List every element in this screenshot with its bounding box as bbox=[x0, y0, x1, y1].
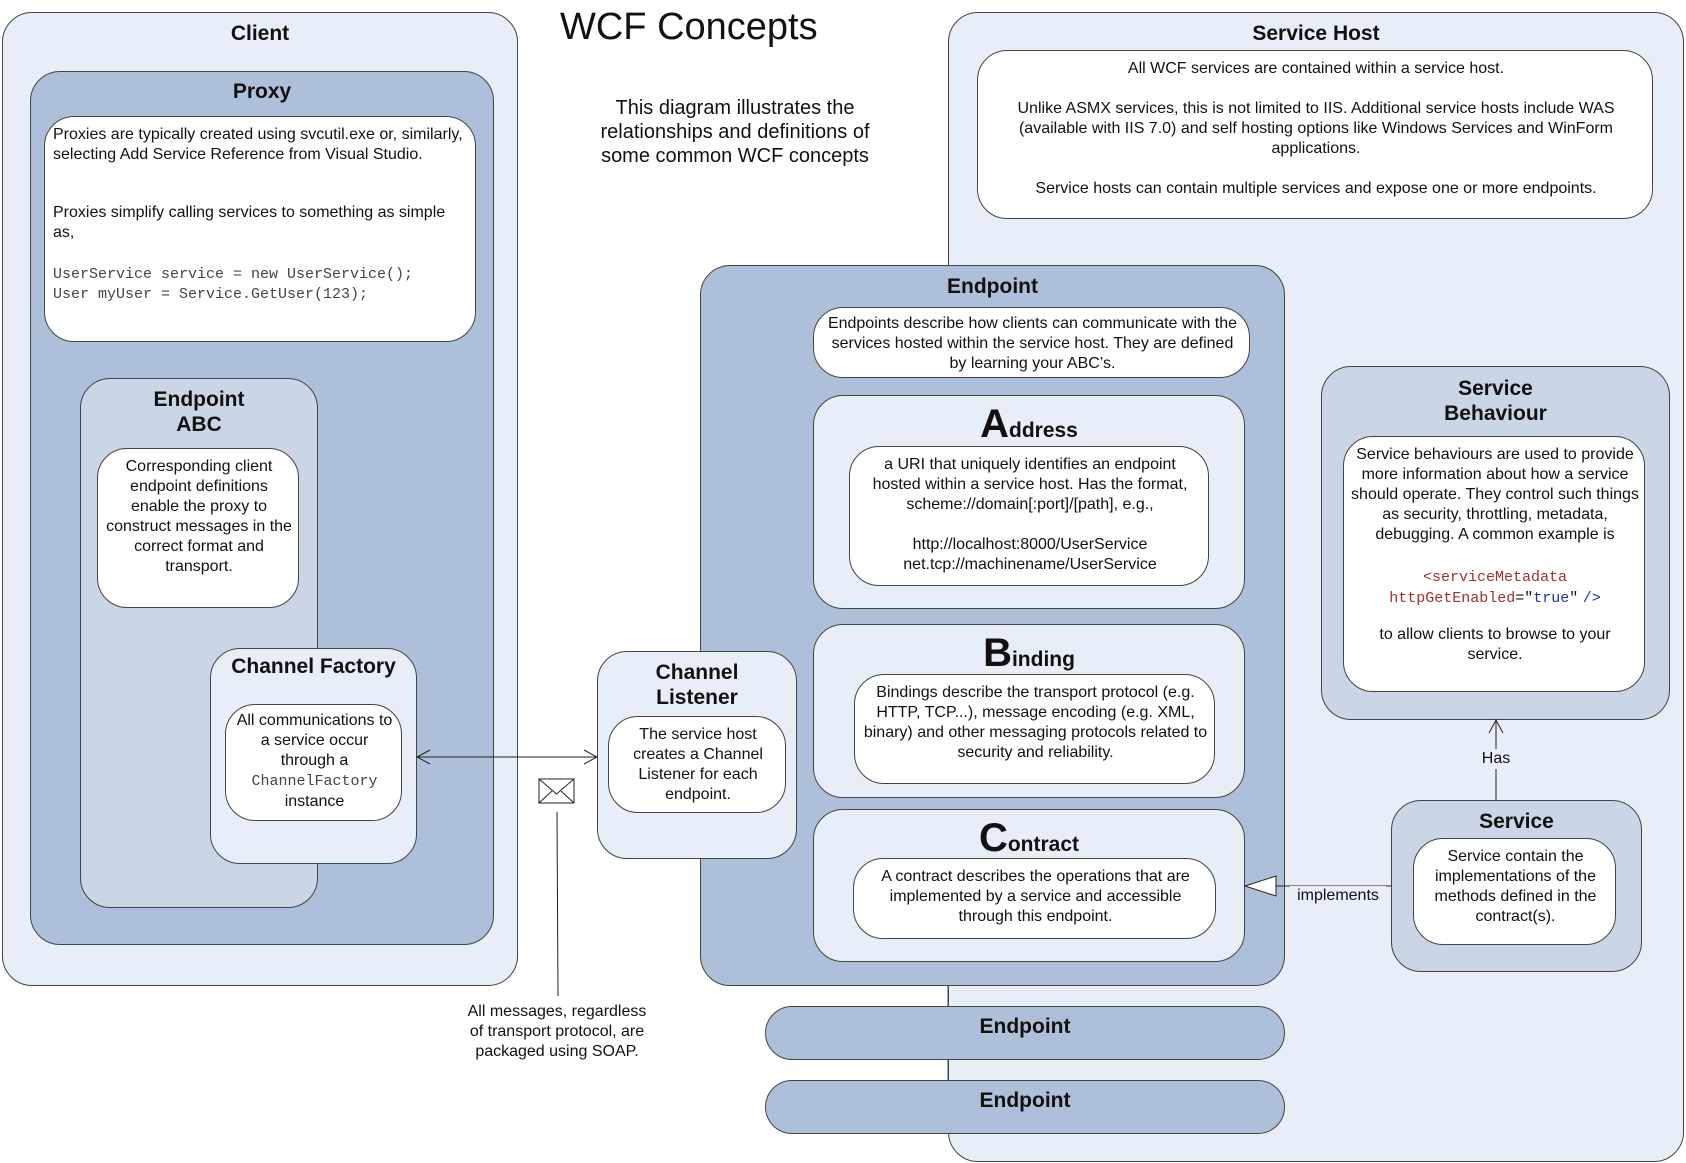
service-host-text-2: Unlike ASMX services, this is not limite… bbox=[1017, 100, 1615, 157]
endpoint-collapsed-1-title: Endpoint bbox=[979, 1015, 1071, 1038]
contract-heading: Contract bbox=[814, 816, 1244, 861]
service-behaviour-xml: <serviceMetadata httpGetEnabled="true" /… bbox=[1344, 567, 1646, 609]
service-text: Service contain the implementations of t… bbox=[1434, 848, 1597, 925]
proxy-description: Proxies are typically created using svcu… bbox=[44, 116, 476, 342]
soap-note: All messages, regardless of transport pr… bbox=[467, 1003, 647, 1060]
binding-rest: inding bbox=[1011, 648, 1075, 671]
channel-factory-code: ChannelFactory bbox=[251, 773, 378, 790]
endpoint-collapsed-1: Endpoint bbox=[765, 1006, 1285, 1060]
xml-close: /> bbox=[1582, 590, 1601, 607]
address-initial: A bbox=[980, 402, 1009, 446]
address-heading: Address bbox=[814, 402, 1244, 447]
proxy-title: Proxy bbox=[232, 80, 292, 103]
endpoint-text: Endpoints describe how clients can commu… bbox=[827, 315, 1238, 372]
endpoint-abc-title-1: Endpoint bbox=[153, 388, 245, 411]
xml-val: true bbox=[1533, 590, 1570, 607]
endpoint-description: Endpoints describe how clients can commu… bbox=[813, 307, 1250, 378]
service-description: Service contain the implementations of t… bbox=[1413, 838, 1616, 945]
address-description: a URI that uniquely identifies an endpoi… bbox=[849, 446, 1209, 586]
binding-text: Bindings describe the transport protocol… bbox=[863, 684, 1208, 761]
diagram-title: WCF Concepts bbox=[560, 6, 818, 48]
diagram-intro: This diagram illustrates the relationshi… bbox=[600, 97, 870, 167]
xml-attr: httpGetEnabled bbox=[1389, 590, 1516, 607]
contract-description: A contract describes the operations that… bbox=[853, 858, 1216, 939]
service-behaviour-text-2: to allow clients to browse to your servi… bbox=[1379, 626, 1611, 663]
channel-listener-description: The service host creates a Channel Liste… bbox=[608, 716, 786, 813]
proxy-code-line-2: User myUser = Service.GetUser(123); bbox=[53, 286, 369, 303]
contract-rest: ontract bbox=[1007, 833, 1080, 856]
soap-note-leader bbox=[556, 811, 559, 997]
service-host-text-1: All WCF services are contained within a … bbox=[1127, 60, 1505, 77]
channel-factory-text-before: All communications to a service occur th… bbox=[236, 712, 393, 769]
endpoint-abc-description: Corresponding client endpoint definition… bbox=[97, 448, 299, 608]
service-host-text-3: Service hosts can contain multiple servi… bbox=[1035, 180, 1597, 197]
envelope-icon bbox=[538, 778, 575, 804]
client-title: Client bbox=[230, 22, 290, 45]
endpoint-abc-text: Corresponding client endpoint definition… bbox=[106, 458, 292, 575]
xml-tag: <serviceMetadata bbox=[1422, 569, 1568, 586]
service-behaviour-title-1: Service bbox=[1458, 377, 1533, 400]
service-behaviour-description: Service behaviours are used to provide m… bbox=[1343, 436, 1645, 692]
contract-text: A contract describes the operations that… bbox=[881, 868, 1190, 925]
address-example-2: net.tcp://machinename/UserService bbox=[903, 556, 1157, 573]
service-title: Service bbox=[1479, 810, 1554, 833]
service-host-description: All WCF services are contained within a … bbox=[977, 50, 1653, 219]
service-host-title: Service Host bbox=[1252, 22, 1380, 45]
implements-label: implements bbox=[1290, 886, 1386, 906]
has-label: Has bbox=[1471, 749, 1521, 769]
endpoint-title: Endpoint bbox=[947, 275, 1038, 298]
proxy-code-line-1: UserService service = new UserService(); bbox=[53, 266, 414, 283]
service-behaviour-text-1: Service behaviours are used to provide m… bbox=[1351, 446, 1639, 543]
binding-heading: Binding bbox=[814, 631, 1244, 676]
proxy-text-2: Proxies simplify calling services to som… bbox=[53, 204, 446, 241]
binding-initial: B bbox=[983, 631, 1012, 675]
address-example-1: http://localhost:8000/UserService bbox=[912, 536, 1148, 553]
proxy-text-1: Proxies are typically created using svcu… bbox=[53, 126, 463, 163]
address-rest: ddress bbox=[1009, 419, 1078, 442]
channel-factory-description: All communications to a service occur th… bbox=[225, 704, 402, 821]
contract-initial: C bbox=[978, 816, 1008, 860]
endpoint-collapsed-2-title: Endpoint bbox=[979, 1089, 1071, 1112]
service-behaviour-title-2: Behaviour bbox=[1444, 402, 1547, 425]
channel-factory-title: Channel Factory bbox=[231, 655, 396, 678]
channel-factory-text-after: instance bbox=[284, 793, 345, 810]
endpoint-collapsed-2: Endpoint bbox=[765, 1080, 1285, 1134]
channel-listener-title-1: Channel bbox=[655, 661, 739, 684]
endpoint-abc-title-2: ABC bbox=[176, 413, 222, 436]
xml-end-quote: " bbox=[1569, 590, 1579, 607]
address-text: a URI that uniquely identifies an endpoi… bbox=[872, 456, 1188, 513]
binding-description: Bindings describe the transport protocol… bbox=[854, 674, 1215, 784]
channel-listener-text: The service host creates a Channel Liste… bbox=[633, 726, 763, 803]
message-channel-arrow bbox=[415, 749, 599, 765]
xml-eq: =" bbox=[1515, 590, 1534, 607]
channel-listener-title-2: Listener bbox=[656, 686, 738, 709]
